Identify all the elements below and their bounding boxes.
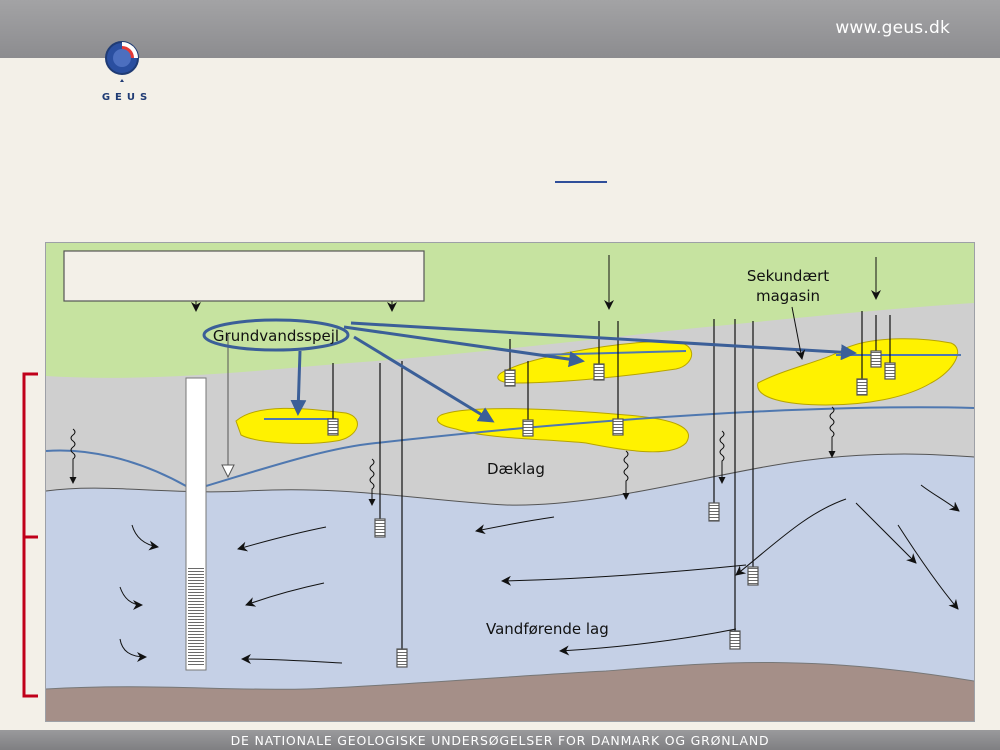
bedrock-layer [46,662,974,721]
sand-lens [235,407,358,444]
footer-text: DE NATIONALE GEOLOGISKE UNDERSØGELSER FO… [230,733,770,748]
secondary-aquifer-label-1: Sekundært [747,267,829,285]
blue-pointer-arrows [290,321,857,423]
flow-arrows [119,484,960,665]
secondary-aquifer-label-2: magasin [756,287,820,305]
cover-layer-label: Dæklag [487,460,545,478]
groundwater-table-label: Grundvandsspejl [213,327,339,345]
water-table-line [46,406,974,487]
groundwater-table-callout [202,318,350,352]
seepage-arrows [69,406,836,506]
logo-text: GEUS [101,92,153,103]
observation-wells [327,311,896,668]
header-url[interactable]: www.geus.dk [835,18,950,38]
aquifer-layer-label: Vandførende lag [486,620,609,638]
aquifer-layer [46,454,974,721]
depth-bracket [22,372,38,698]
top-bar [0,0,1000,58]
text-box [63,250,425,302]
footer-bar [0,730,1000,750]
groundwater-diagram: Grundvandsspejl Sekundært magasin Dæklag… [45,242,975,722]
title-underline [555,181,607,183]
geus-logo-icon [105,41,139,82]
